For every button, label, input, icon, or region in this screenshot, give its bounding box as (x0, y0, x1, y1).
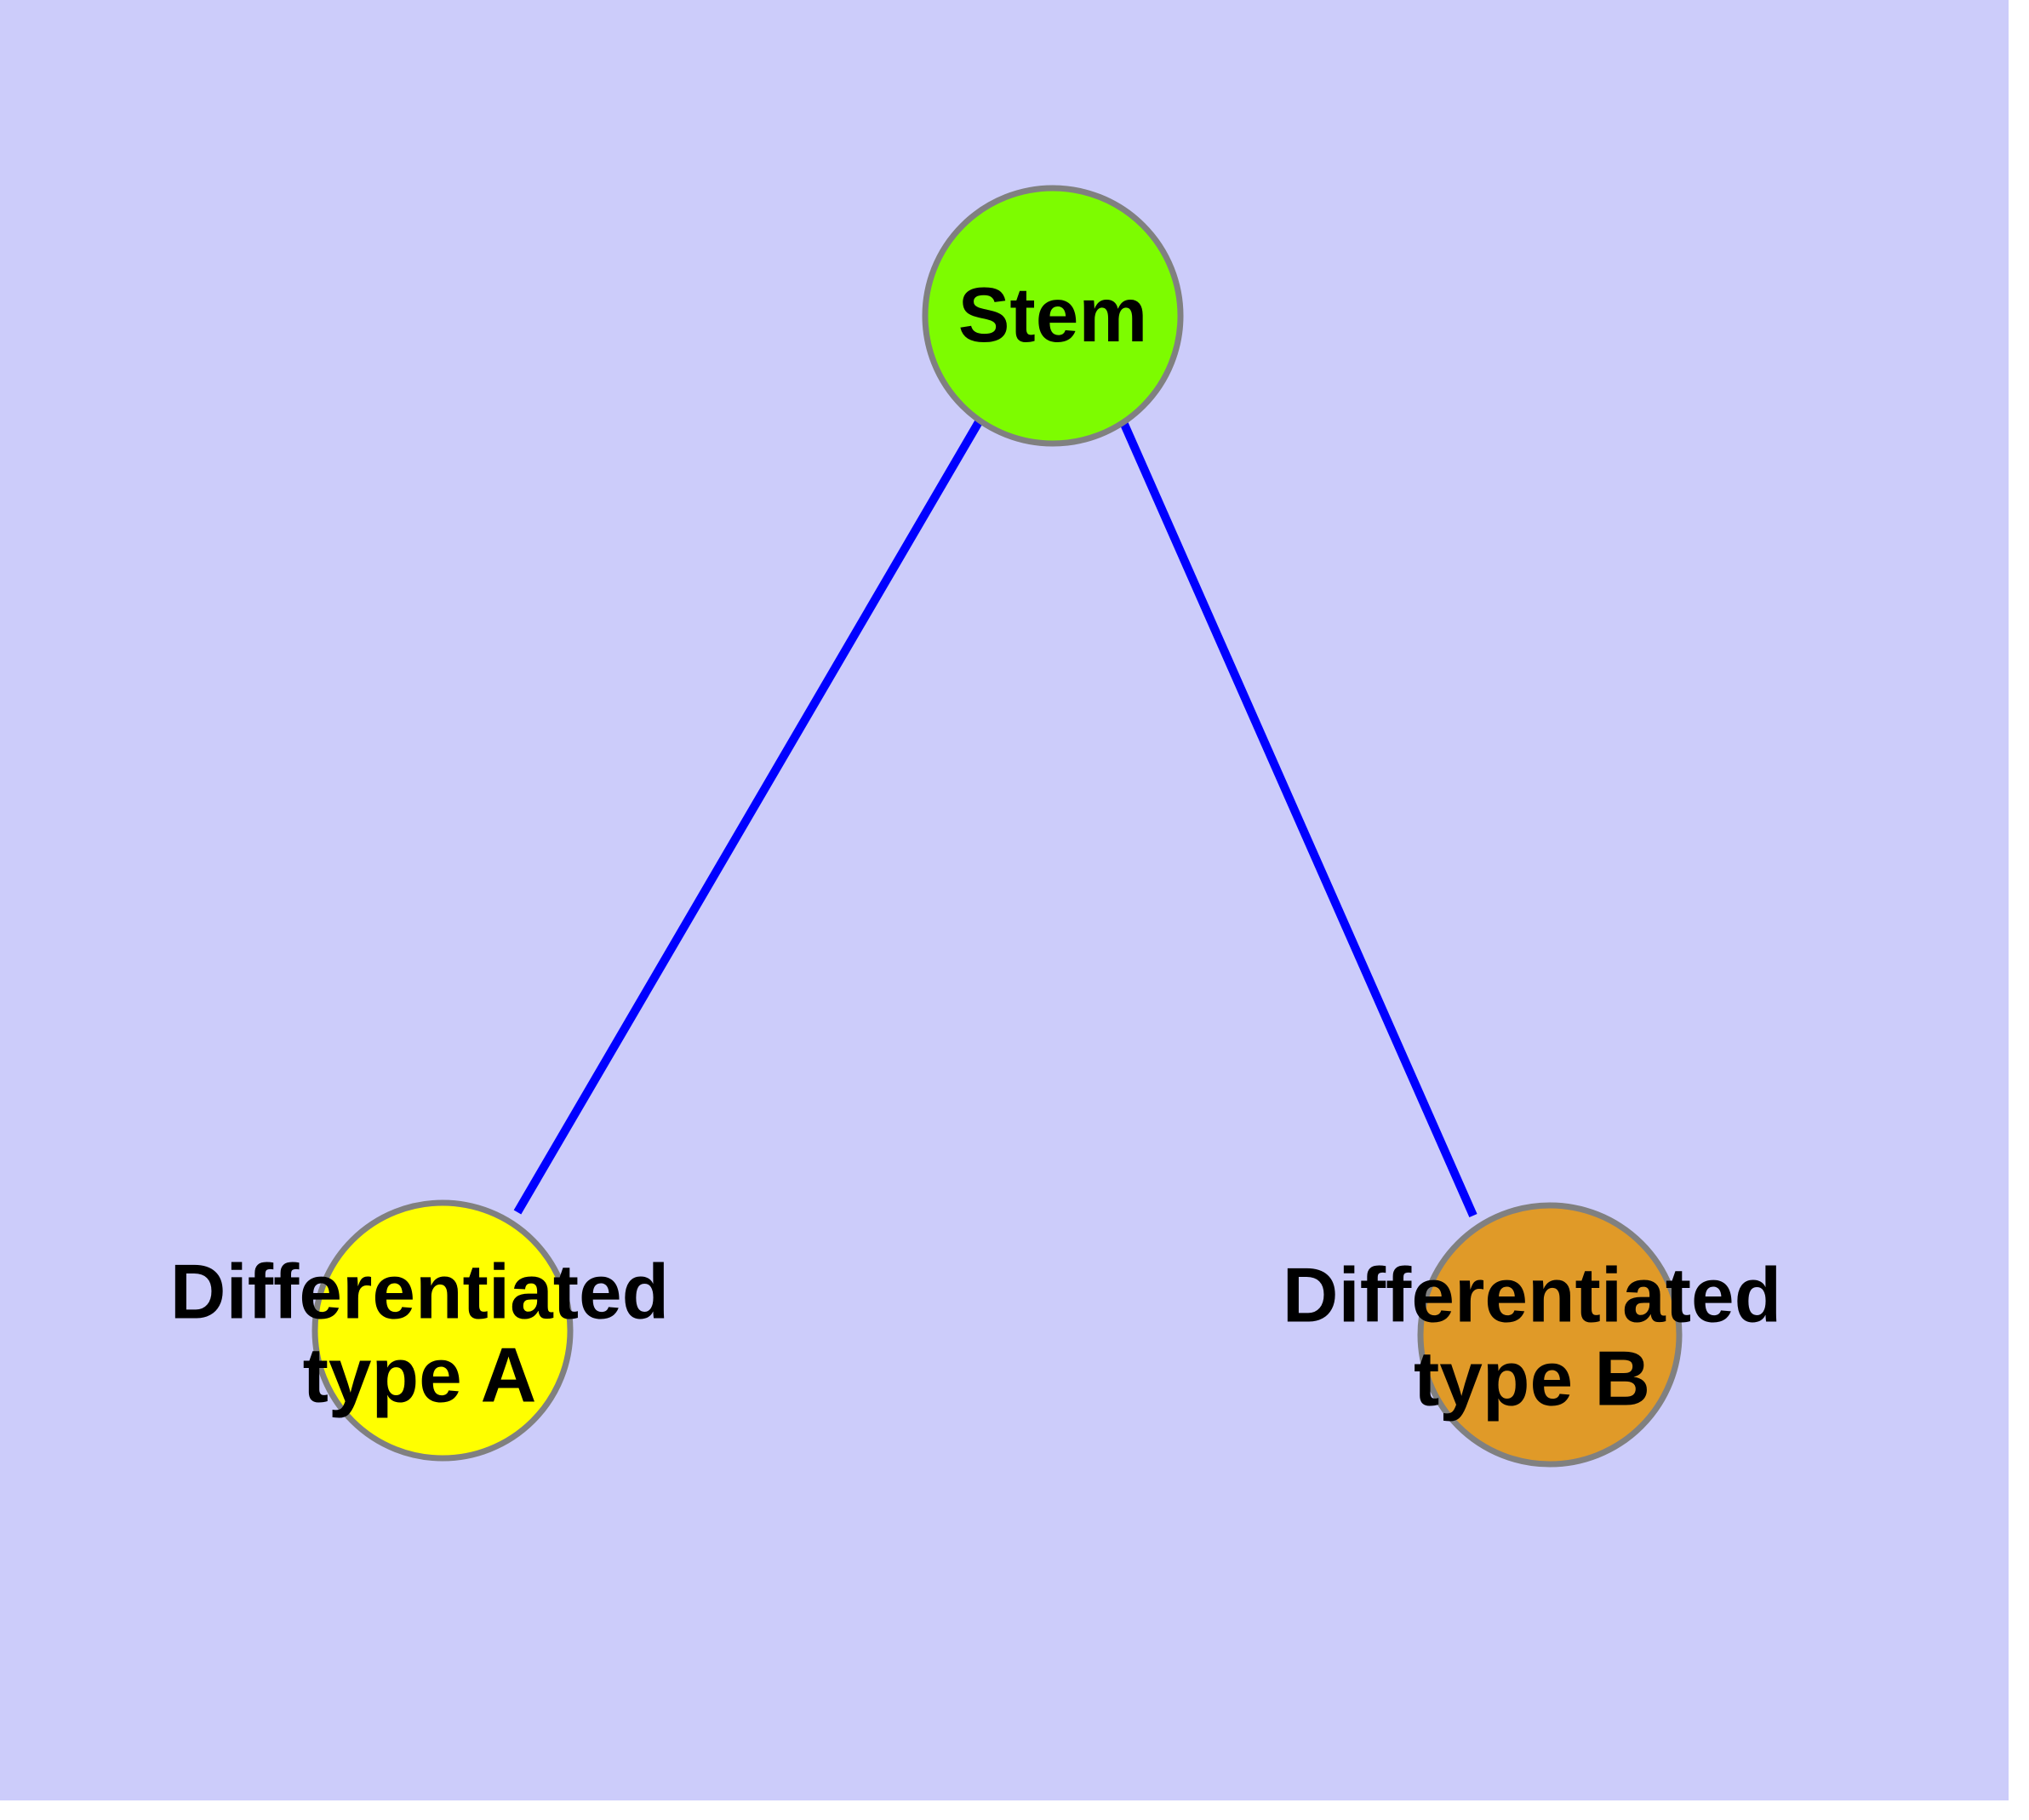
edge-stem-to-diff-b[interactable] (1119, 420, 1477, 1218)
edge-layer (513, 418, 1477, 1218)
edge-stem-to-diff-a[interactable] (513, 418, 984, 1215)
node-diff-a-circle[interactable] (311, 1199, 574, 1462)
node-diff-b-circle[interactable] (1417, 1202, 1683, 1468)
node-stem-circle[interactable] (922, 185, 1184, 447)
node-layer (311, 185, 1683, 1468)
